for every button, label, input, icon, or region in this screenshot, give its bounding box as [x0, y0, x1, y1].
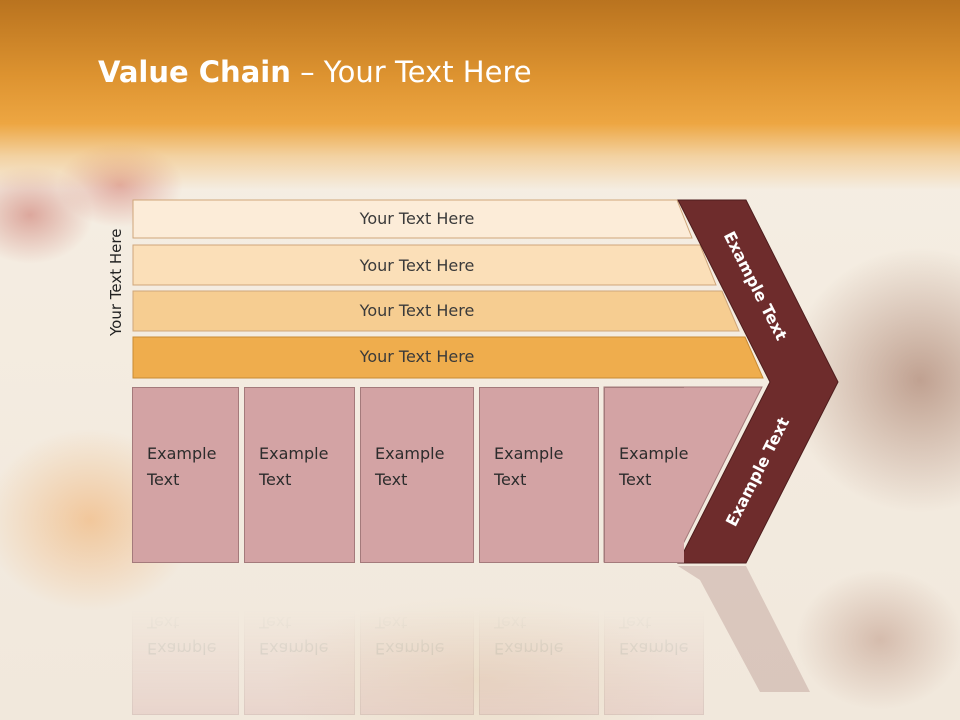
row-label-1: Your Text Here [359, 209, 475, 228]
activity-box-3-line1: Example [375, 444, 445, 463]
activity-box-5-line1: Example [619, 444, 689, 463]
chevron-reflection [678, 566, 810, 692]
activity-box-2-line2: Text [259, 470, 292, 489]
activity-box-4-line2: Text [494, 470, 527, 489]
row-label-2: Your Text Here [359, 256, 475, 275]
row-band-3 [132, 290, 740, 332]
activity-box-1-line1: Example [147, 444, 217, 463]
row-band-1 [132, 199, 693, 239]
chevron-arrow [677, 199, 839, 564]
title-rest: – Your Text Here [290, 55, 532, 89]
row-label-4: Your Text Here [359, 347, 475, 366]
row-band-2 [132, 244, 717, 286]
activity-box-2-line1: Example [259, 444, 329, 463]
activity-box-5-line2: Text [619, 470, 652, 489]
title-bold: Value Chain [98, 55, 291, 89]
row-label-3: Your Text Here [359, 301, 475, 320]
activity-box-4-line1: Example [494, 444, 564, 463]
side-label: Your Text Here [107, 228, 125, 336]
slide-title: Value Chain – Your Text Here [98, 55, 532, 89]
activity-box-3-line2: Text [375, 470, 408, 489]
activity-box-1-line2: Text [147, 470, 180, 489]
row-band-4 [132, 336, 764, 379]
title-band [0, 0, 960, 190]
